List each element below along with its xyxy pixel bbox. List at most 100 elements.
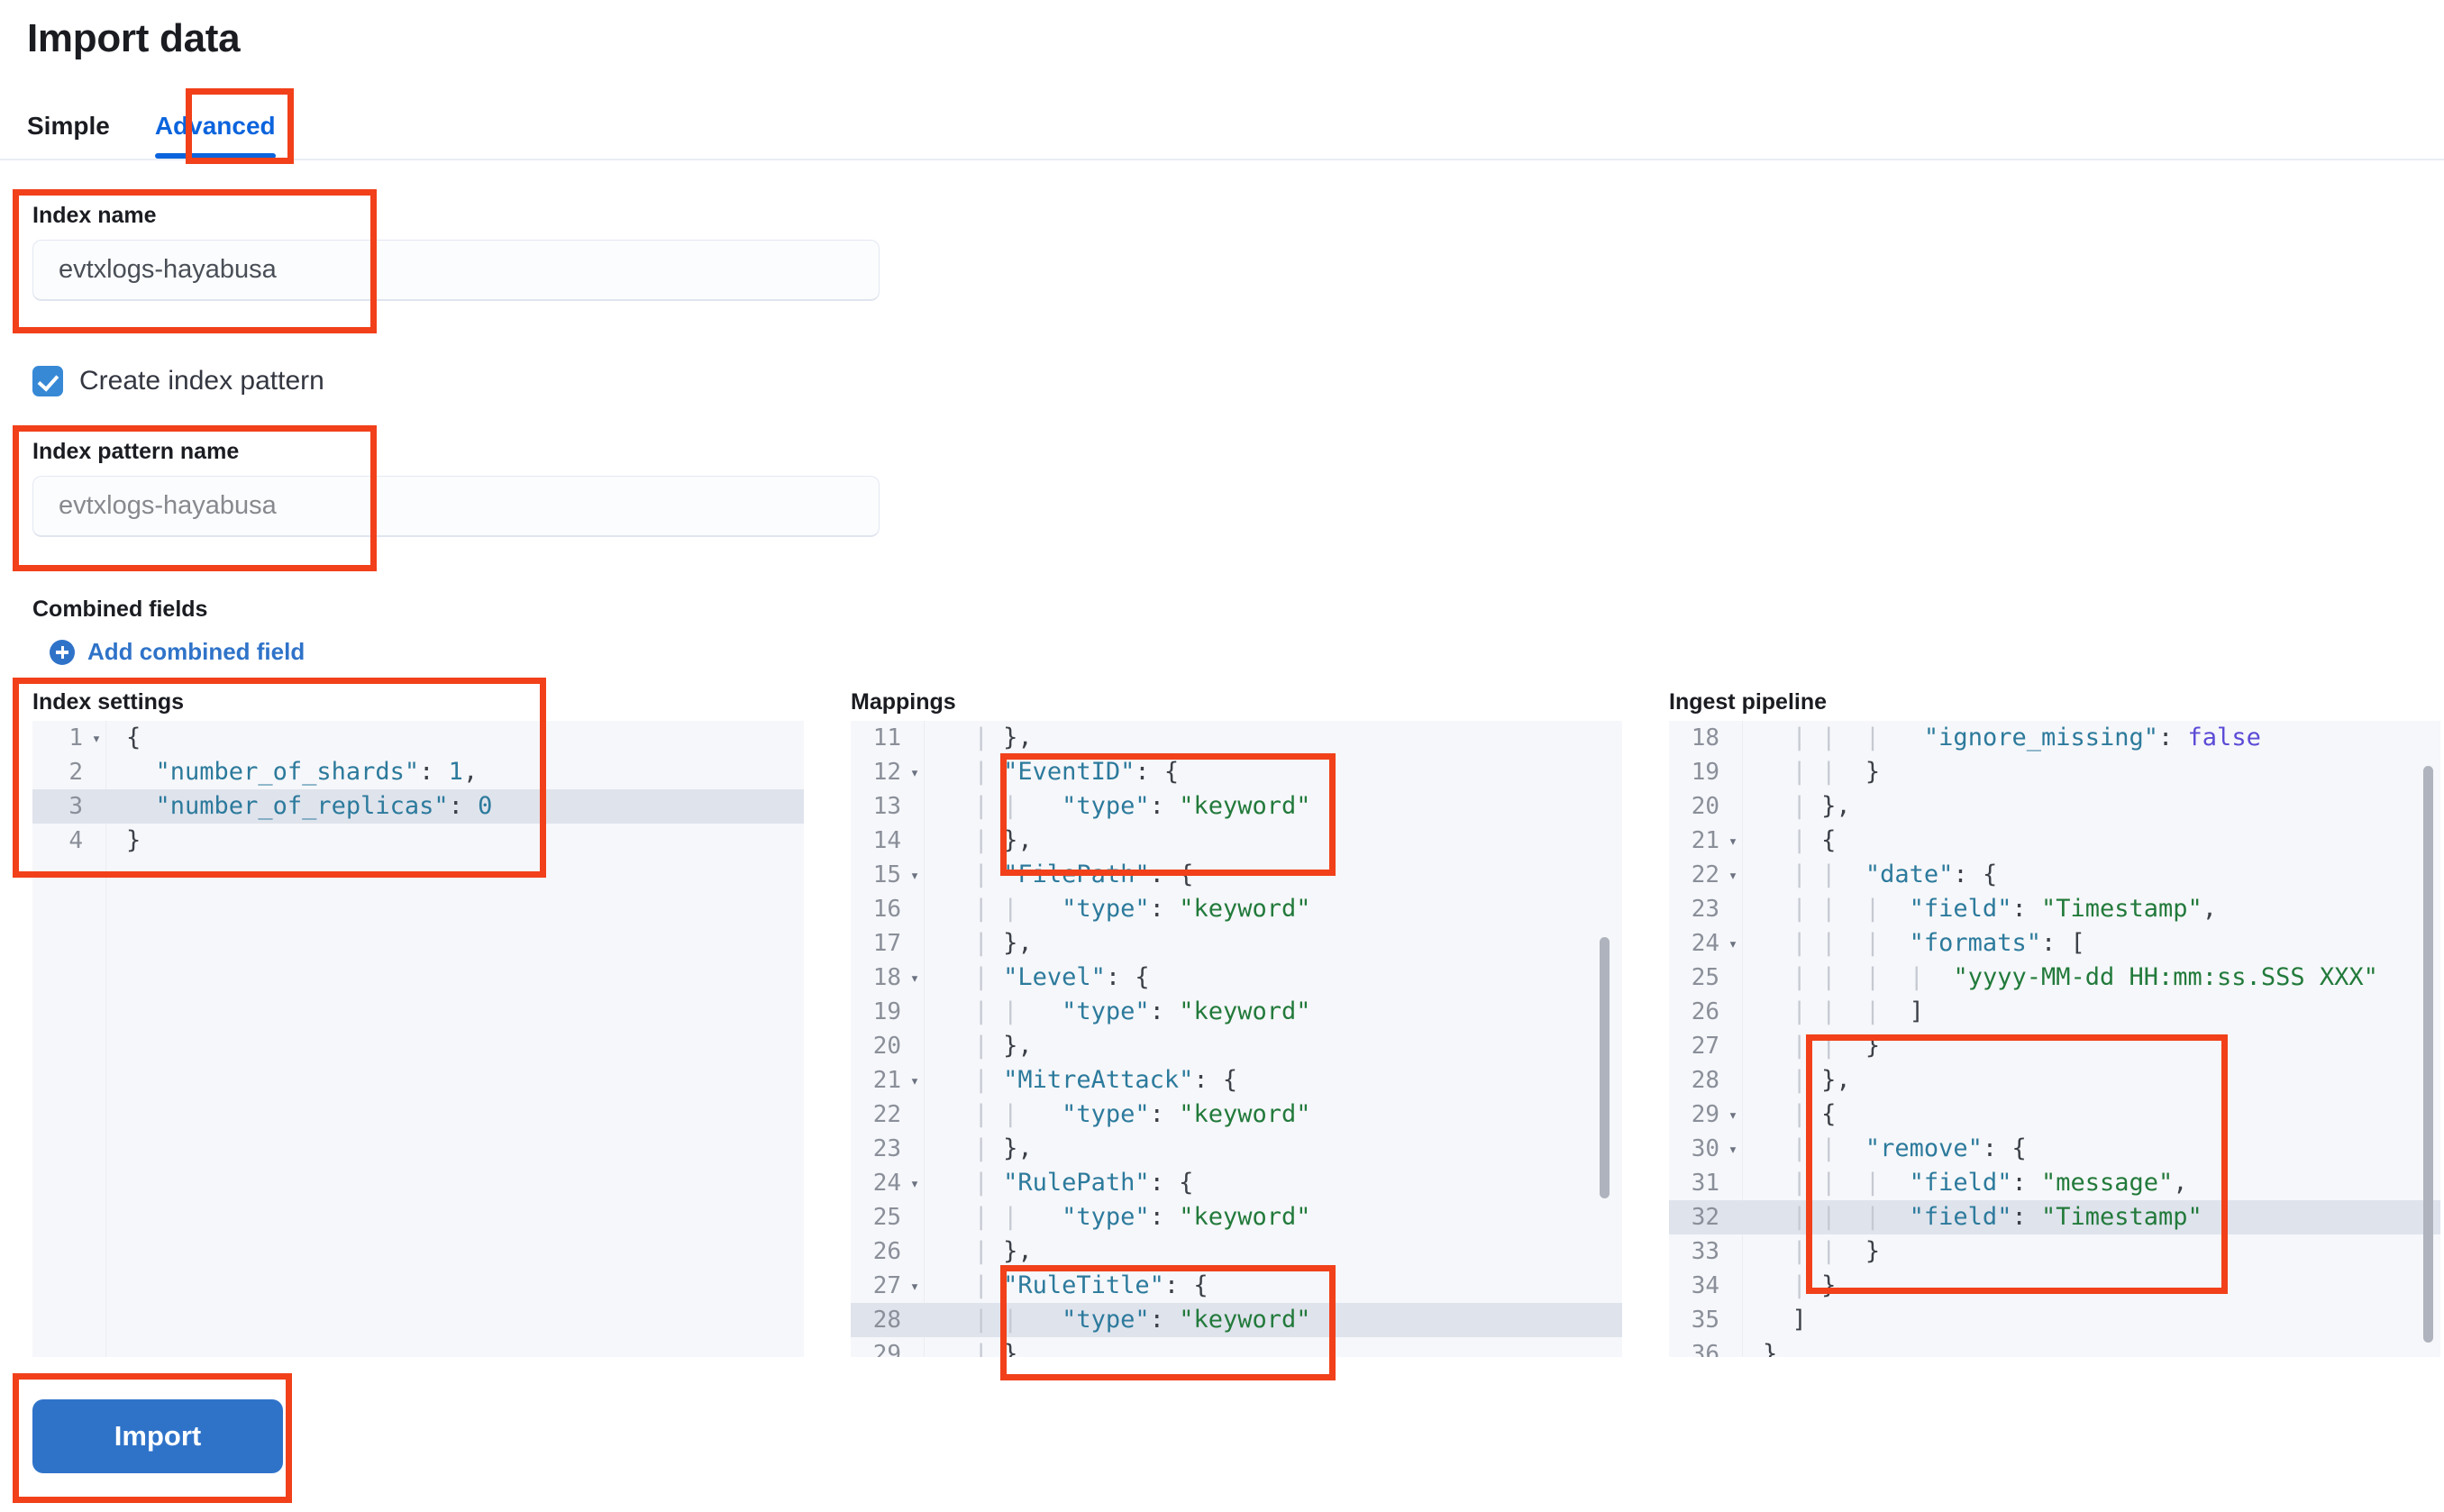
mappings-scrollbar[interactable]: [1600, 937, 1610, 1198]
code-line: 24▾ | | | "formats": [: [1669, 926, 2440, 961]
code-text: | {: [1792, 1100, 1837, 1128]
code-text: | | | ]: [1792, 997, 1924, 1025]
index-pattern-name-input[interactable]: evtxlogs-hayabusa: [32, 476, 880, 537]
mappings-title: Mappings: [851, 689, 956, 715]
code-line: 19 | | }: [1669, 755, 2440, 789]
checkbox-checked-icon[interactable]: [32, 366, 63, 396]
code-text: }: [1763, 1340, 1778, 1357]
line-number: 19: [872, 998, 901, 1025]
line-number: 36: [1691, 1341, 1719, 1357]
code-line: 25 | | | | "yyyy-MM-dd HH:mm:ss.SSS XXX": [1669, 961, 2440, 995]
index-settings-editor[interactable]: 1▾{2 "number_of_shards": 1,3 "number_of_…: [32, 721, 804, 1357]
code-text: | },: [1792, 1066, 1851, 1094]
code-text: | | | "field": "Timestamp": [1792, 1203, 2202, 1231]
code-line: 36}: [1669, 1337, 2440, 1357]
code-line: 22▾ | | "date": {: [1669, 858, 2440, 892]
code-text: | },: [973, 1340, 1033, 1357]
gutter-background: [1669, 721, 1743, 1357]
line-number: 24: [872, 1170, 901, 1197]
code-line: 3 "number_of_replicas": 0: [32, 789, 804, 824]
line-number: 29: [1691, 1101, 1719, 1128]
line-number: 18: [872, 964, 901, 991]
code-text: | | | | "yyyy-MM-dd HH:mm:ss.SSS XXX": [1792, 963, 2378, 991]
fold-caret-icon[interactable]: ▾: [1728, 1106, 1738, 1125]
index-name-input[interactable]: evtxlogs-hayabusa: [32, 240, 880, 301]
create-index-pattern-row[interactable]: Create index pattern: [32, 366, 324, 396]
code-text: "number_of_replicas": 0: [155, 792, 493, 820]
line-number: 3: [68, 793, 83, 820]
code-line: 18 | | | "ignore_missing": false: [1669, 721, 2440, 755]
code-line: 21▾ | {: [1669, 824, 2440, 858]
code-text: | },: [1792, 792, 1851, 820]
code-text: | | | "formats": [: [1792, 929, 2085, 957]
code-text: | | "type": "keyword": [973, 1203, 1311, 1231]
code-text: | "MitreAttack": {: [973, 1066, 1238, 1094]
fold-caret-icon[interactable]: ▾: [909, 969, 920, 988]
fold-caret-icon[interactable]: ▾: [909, 866, 920, 885]
fold-caret-icon[interactable]: ▾: [1728, 1140, 1738, 1159]
fold-caret-icon[interactable]: ▾: [909, 1071, 920, 1090]
code-text: | "EventID": {: [973, 758, 1180, 786]
code-line: 19 | | "type": "keyword": [851, 995, 1622, 1029]
line-number: 17: [872, 930, 901, 957]
tab-simple[interactable]: Simple: [27, 112, 110, 140]
code-text: {: [126, 724, 141, 751]
code-text: | | | "field": "message",: [1792, 1169, 2188, 1197]
code-line: 4}: [32, 824, 804, 858]
code-line: 26 | | | ]: [1669, 995, 2440, 1029]
code-text: | "Level": {: [973, 963, 1150, 991]
code-text: | | "type": "keyword": [973, 895, 1311, 923]
code-text: | "RulePath": {: [973, 1169, 1194, 1197]
code-line: 35 ]: [1669, 1303, 2440, 1337]
line-number: 16: [872, 896, 901, 923]
line-number: 13: [872, 793, 901, 820]
line-number: 20: [1691, 793, 1719, 820]
code-line: 25 | | "type": "keyword": [851, 1200, 1622, 1234]
code-text: | }: [1792, 1271, 1837, 1299]
fold-caret-icon[interactable]: ▾: [1728, 866, 1738, 885]
index-pattern-name-label: Index pattern name: [32, 439, 240, 464]
tab-advanced[interactable]: Advanced: [154, 112, 292, 159]
code-line: 30▾ | | "remove": {: [1669, 1132, 2440, 1166]
code-text: | "FilePath": {: [973, 861, 1194, 888]
code-text: | "RuleTitle": {: [973, 1271, 1208, 1299]
line-number: 25: [1691, 964, 1719, 991]
fold-caret-icon[interactable]: ▾: [1728, 934, 1738, 953]
tab-divider: [0, 159, 2444, 160]
fold-caret-icon[interactable]: ▾: [909, 1277, 920, 1296]
code-text: | | "type": "keyword": [973, 1306, 1311, 1334]
code-line: 28 | | "type": "keyword": [851, 1303, 1622, 1337]
code-text: | | }: [1792, 1032, 1881, 1060]
code-text: | | "type": "keyword": [973, 792, 1311, 820]
line-number: 29: [872, 1341, 901, 1357]
ingest-pipeline-scrollbar[interactable]: [2423, 766, 2433, 1343]
code-text: | | "type": "keyword": [973, 997, 1311, 1025]
add-combined-field-button[interactable]: Add combined field: [50, 638, 305, 666]
fold-caret-icon[interactable]: ▾: [1728, 832, 1738, 851]
code-line: 11 | },: [851, 721, 1622, 755]
code-text: | | | "field": "Timestamp",: [1792, 895, 2218, 923]
line-number: 26: [1691, 998, 1719, 1025]
line-number: 28: [872, 1307, 901, 1334]
code-line: 34 | }: [1669, 1269, 2440, 1303]
tab-bar: Simple Advanced: [27, 96, 292, 159]
line-number: 35: [1691, 1307, 1719, 1334]
import-button[interactable]: Import: [32, 1399, 283, 1473]
line-number: 22: [1691, 861, 1719, 888]
line-number: 26: [872, 1238, 901, 1265]
fold-caret-icon[interactable]: ▾: [909, 763, 920, 782]
fold-caret-icon[interactable]: ▾: [909, 1174, 920, 1193]
line-number: 33: [1691, 1238, 1719, 1265]
code-line: 14 | },: [851, 824, 1622, 858]
code-line: 17 | },: [851, 926, 1622, 961]
mappings-editor[interactable]: 11 | },12▾ | "EventID": {13 | | "type": …: [851, 721, 1622, 1357]
ingest-pipeline-title: Ingest pipeline: [1669, 689, 1828, 715]
code-line: 28 | },: [1669, 1063, 2440, 1098]
code-line: 15▾ | "FilePath": {: [851, 858, 1622, 892]
fold-caret-icon[interactable]: ▾: [91, 729, 102, 748]
code-line: 23 | | | "field": "Timestamp",: [1669, 892, 2440, 926]
code-line: 27▾ | "RuleTitle": {: [851, 1269, 1622, 1303]
create-index-pattern-label: Create index pattern: [79, 366, 324, 396]
